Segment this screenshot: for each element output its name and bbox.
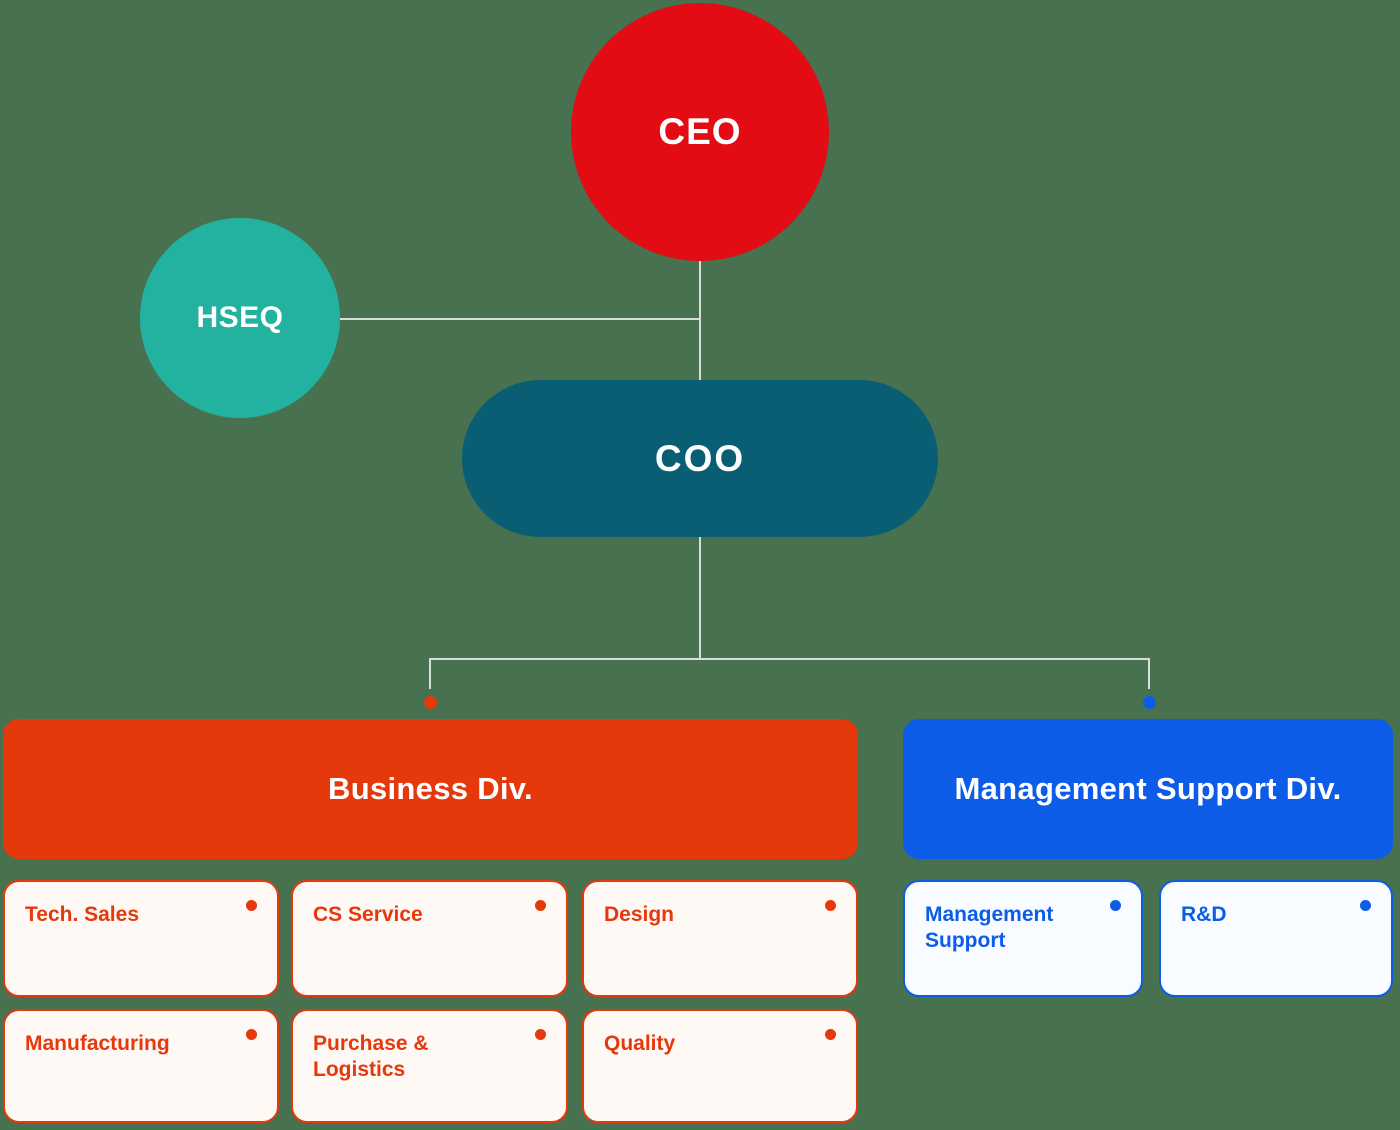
connector-stub-business <box>429 658 431 689</box>
node-hseq: HSEQ <box>140 218 340 418</box>
card-dot-icon <box>1110 900 1121 911</box>
card-dot-icon <box>535 1029 546 1040</box>
dept-card-label: Purchase & Logistics <box>313 1032 429 1082</box>
dept-card-manufacturing: Manufacturing <box>3 1009 279 1123</box>
dept-card-label: Management Support <box>925 903 1054 953</box>
division-management-label: Management Support Div. <box>954 771 1342 806</box>
connector-hseq <box>340 318 700 320</box>
dept-card-tech-sales: Tech. Sales <box>3 880 279 997</box>
card-dot-icon <box>535 900 546 911</box>
connector-stub-management <box>1148 658 1150 689</box>
dept-card-label: Manufacturing <box>25 1032 170 1055</box>
dept-card-label: CS Service <box>313 903 423 926</box>
dept-card-label: Design <box>604 903 675 926</box>
division-management: Management Support Div. <box>903 719 1393 859</box>
dept-card-label: R&D <box>1181 903 1227 926</box>
card-dot-icon <box>1360 900 1371 911</box>
node-hseq-label: HSEQ <box>196 301 284 334</box>
card-dot-icon <box>246 900 257 911</box>
dept-card-label: Quality <box>604 1032 676 1055</box>
dept-card-purchase-logistics: Purchase & Logistics <box>291 1009 568 1123</box>
node-coo: COO <box>462 380 938 537</box>
card-dot-icon <box>246 1029 257 1040</box>
endpoint-dot-management <box>1143 696 1156 709</box>
dept-card-management-support: Management Support <box>903 880 1143 997</box>
dept-card-label: Tech. Sales <box>25 903 140 926</box>
card-dot-icon <box>825 1029 836 1040</box>
division-business: Business Div. <box>3 719 858 859</box>
card-dot-icon <box>825 900 836 911</box>
connector-coo-down <box>699 537 701 659</box>
division-business-label: Business Div. <box>328 771 533 806</box>
dept-card-design: Design <box>582 880 858 997</box>
node-ceo: CEO <box>571 3 829 261</box>
connector-ceo-coo <box>699 260 701 380</box>
dept-card-rd: R&D <box>1159 880 1393 997</box>
node-coo-label: COO <box>654 437 746 479</box>
connector-horizontal <box>429 658 1150 660</box>
dept-card-cs-service: CS Service <box>291 880 568 997</box>
dept-card-quality: Quality <box>582 1009 858 1123</box>
node-ceo-label: CEO <box>658 111 742 152</box>
endpoint-dot-business <box>424 696 437 709</box>
